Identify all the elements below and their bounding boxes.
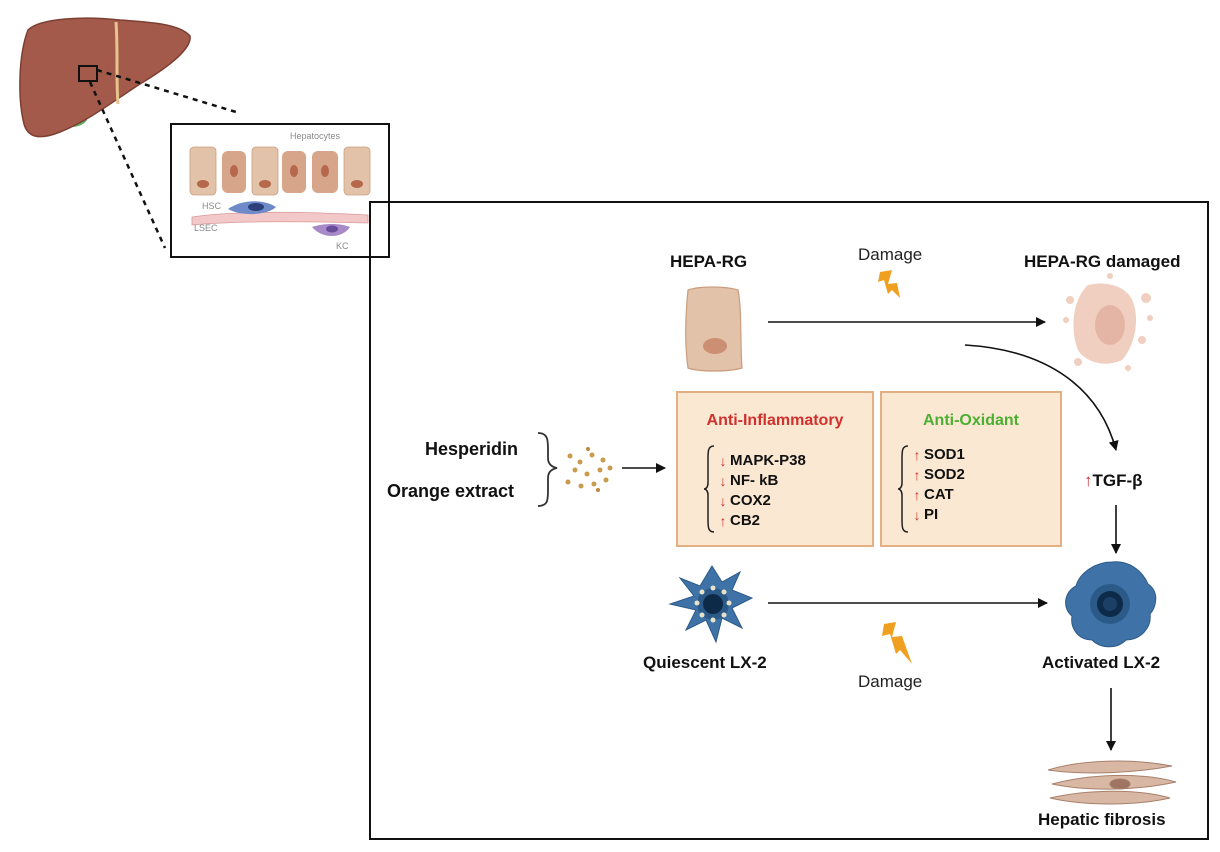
list-item: ↑CAT [912, 485, 965, 505]
brace-icon [704, 445, 715, 533]
down-arrow-icon: ↓ [719, 493, 727, 509]
activated-label: Activated LX-2 [1042, 653, 1161, 672]
list-item: ↓NF- kB [718, 471, 806, 491]
up-arrow-icon: ↑ [913, 487, 921, 503]
fibrosis-cells [1047, 760, 1177, 805]
tgf-up-arrow: ↑ [1084, 471, 1093, 490]
sinusoid-artwork [189, 146, 371, 236]
down-arrow-icon: ↓ [719, 453, 727, 469]
zoom-lines [88, 68, 237, 249]
anti-oxidant-title: Anti-Oxidant [923, 412, 1019, 429]
up-arrow-icon: ↑ [719, 513, 727, 529]
marker-text: CB2 [730, 512, 761, 529]
activated-lx2-cell [1065, 561, 1157, 648]
anti-inflammatory-list: ↓MAPK-P38 ↓NF- kB ↓COX2 ↑CB2 [718, 451, 806, 531]
list-item: ↓COX2 [718, 491, 806, 511]
brace-icon [537, 432, 558, 507]
quiescent-label: Quiescent LX-2 [643, 653, 767, 672]
kc-label: KC [336, 241, 349, 251]
fibrosis-label: Hepatic fibrosis [1038, 810, 1166, 829]
lightning-icon [878, 270, 900, 298]
tgf-text: TGF-β [1092, 471, 1143, 490]
marker-text: COX2 [730, 492, 771, 509]
hepa-rg-label: HEPA-RG [670, 252, 748, 271]
hsc-label: HSC [202, 201, 222, 211]
lightning-icon [882, 622, 912, 664]
damage-label-bottom: Damage [858, 672, 923, 691]
list-item: ↑SOD2 [912, 465, 965, 485]
liver-icon [19, 17, 191, 138]
up-arrow-icon: ↑ [913, 467, 921, 483]
anti-inflammatory-panel: Anti-Inflammatory ↓MAPK-P38 ↓NF- kB ↓COX… [676, 391, 874, 547]
anti-oxidant-panel: Anti-Oxidant ↑SOD1 ↑SOD2 ↑CAT ↓PI [880, 391, 1062, 547]
marker-text: PI [924, 506, 939, 523]
list-item: ↓PI [912, 505, 965, 525]
list-item: ↑CB2 [718, 511, 806, 531]
hesperidin-label: Hesperidin [425, 439, 519, 459]
hepa-rg-damaged-cell [1063, 273, 1153, 371]
marker-text: MAPK-P38 [730, 452, 806, 469]
quiescent-lx2-cell [668, 565, 754, 644]
tgf-label: ↑TGF-β [1084, 471, 1143, 491]
hepa-rg-cell [685, 286, 743, 372]
marker-text: CAT [924, 486, 954, 503]
anti-oxidant-list: ↑SOD1 ↑SOD2 ↑CAT ↓PI [912, 445, 965, 525]
damage-label-top: Damage [858, 245, 923, 264]
mechanism-frame [369, 201, 1209, 840]
up-arrow-icon: ↑ [913, 447, 921, 463]
lsec-label: LSEC [194, 223, 218, 233]
down-arrow-icon: ↓ [719, 473, 727, 489]
down-arrow-icon: ↓ [913, 507, 921, 523]
anti-inflammatory-title: Anti-Inflammatory [706, 412, 844, 429]
brace-icon [898, 445, 909, 533]
inset-panel: Hepatocytes HSC LSEC KC [170, 123, 390, 258]
orange-extract-label: Orange extract [387, 481, 515, 501]
list-item: ↑SOD1 [912, 445, 965, 465]
marker-text: SOD1 [924, 446, 965, 463]
hepa-rg-damaged-label: HEPA-RG damaged [1024, 252, 1181, 271]
hepatocytes-label: Hepatocytes [290, 131, 341, 141]
marker-text: NF- kB [730, 472, 779, 489]
marker-text: SOD2 [924, 466, 965, 483]
extract-particles [565, 447, 613, 492]
curve-arrow-tgf [964, 344, 1119, 451]
list-item: ↓MAPK-P38 [718, 451, 806, 471]
